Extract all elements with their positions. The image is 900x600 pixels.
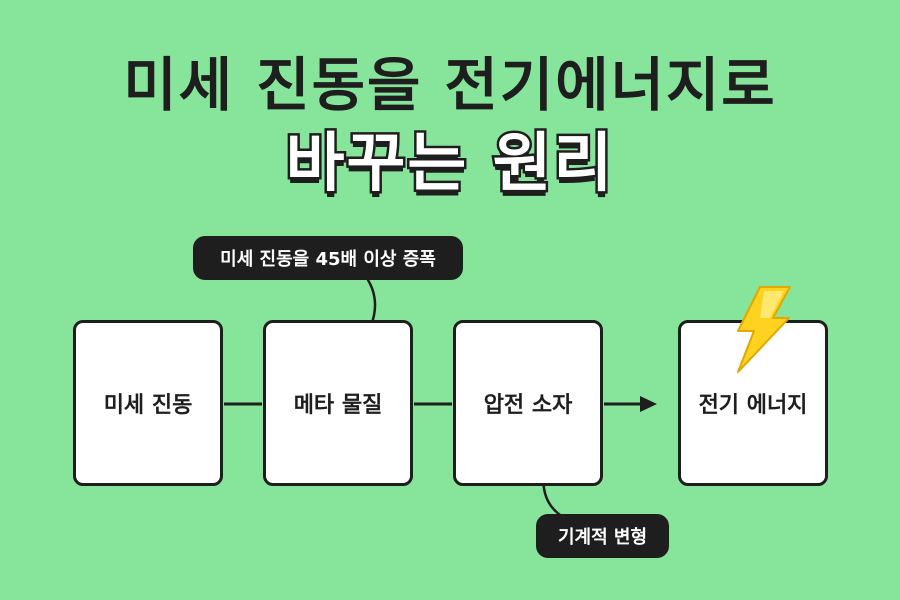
box-micro-vibration: 미세 진동 (73, 320, 223, 486)
box-label: 메타 물질 (293, 393, 383, 418)
title-line-1: 미세 진동을 전기에너지로 (123, 51, 777, 119)
callout-mechanical-deformation: 기계적 변형 (536, 514, 669, 558)
box-metamaterial: 메타 물질 (263, 320, 413, 486)
box-piezo-element: 압전 소자 (453, 320, 603, 486)
box-label: 미세 진동 (103, 393, 193, 418)
title-line-2: 바꾸는 원리 (283, 125, 615, 204)
box-label: 전기 에너지 (698, 393, 808, 418)
callout-amplification: 미세 진동을 45배 이상 증폭 (193, 236, 463, 280)
arrowhead-to-energy (640, 396, 657, 412)
box-label: 압전 소자 (483, 393, 573, 418)
